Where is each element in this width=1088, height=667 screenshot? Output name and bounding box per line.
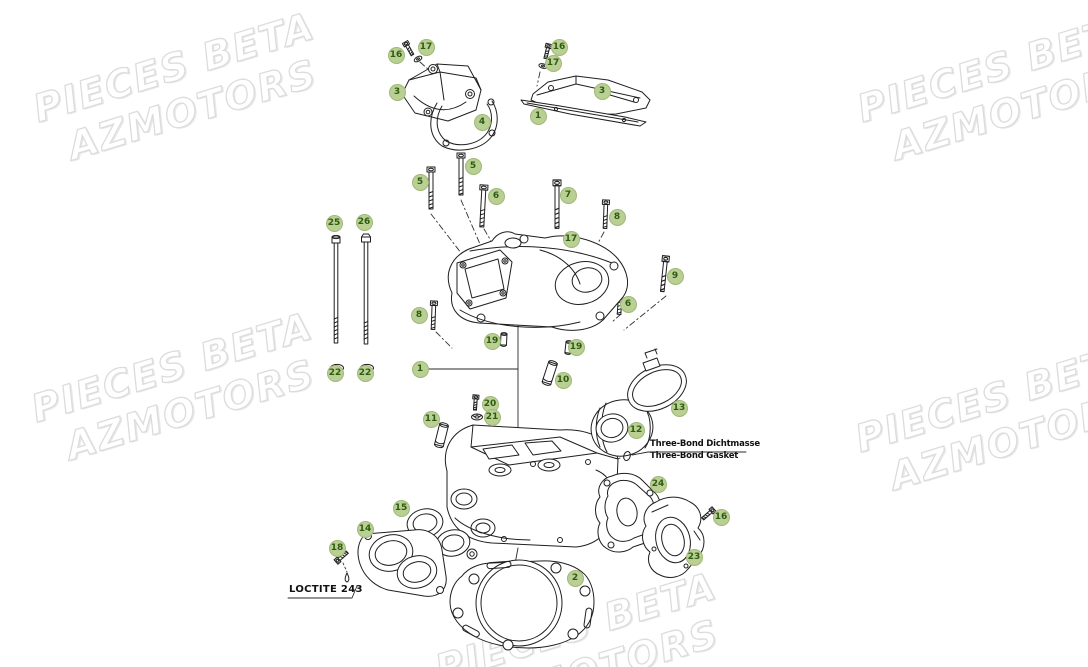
callout-8: 8	[608, 208, 626, 226]
callout-2: 2	[566, 569, 584, 587]
exhaust-flange-14	[357, 529, 447, 597]
callout-25: 25	[325, 214, 343, 232]
nut-21	[471, 413, 483, 421]
callout-21: 21	[483, 408, 501, 426]
callout-4: 4	[473, 113, 491, 131]
callout-18: 18	[328, 539, 346, 557]
callout-8: 8	[410, 306, 428, 324]
gasket-4	[430, 98, 498, 151]
bolt-7	[552, 179, 562, 229]
callout-1: 1	[529, 107, 547, 125]
callout-23: 23	[685, 548, 703, 566]
callout-3: 3	[593, 82, 611, 100]
callout-16: 16	[712, 508, 730, 526]
callout-22: 22	[356, 364, 374, 382]
callout-11: 11	[422, 410, 440, 428]
head-gasket-2	[449, 559, 595, 651]
stud-26	[361, 233, 371, 345]
callout-15: 15	[392, 499, 410, 517]
callout-17: 17	[544, 54, 562, 72]
three-bond-line1: Three-Bond Dichtmasse	[650, 439, 760, 449]
three-bond-note: Three-Bond Dichtmasse Three-Bond Gasket	[650, 439, 760, 462]
callout-6: 6	[619, 295, 637, 313]
callout-26: 26	[355, 213, 373, 231]
bolt-8-b	[429, 300, 438, 331]
callout-17: 17	[562, 230, 580, 248]
callout-22: 22	[326, 364, 344, 382]
callout-3: 3	[388, 83, 406, 101]
callout-13: 13	[670, 399, 688, 417]
callout-19: 19	[483, 332, 501, 350]
clamp-13	[627, 348, 687, 412]
callout-19: 19	[567, 338, 585, 356]
gasket-1	[520, 99, 647, 127]
callout-24: 24	[649, 475, 667, 493]
callout-5: 5	[411, 173, 429, 191]
loctite-drop	[344, 572, 350, 583]
callout-16: 16	[550, 38, 568, 56]
dowel-19-a	[499, 331, 508, 348]
callout-17: 17	[417, 38, 435, 56]
valve-cover-3-left	[401, 63, 482, 122]
bolt-6-a	[477, 184, 489, 228]
callout-9: 9	[666, 267, 684, 285]
callout-10: 10	[554, 371, 572, 389]
o-ring-seal	[623, 451, 631, 461]
bolt-20	[471, 394, 480, 411]
callout-20: 20	[481, 395, 499, 413]
callout-1: 1	[411, 360, 429, 378]
callout-12: 12	[627, 421, 645, 439]
callout-7: 7	[559, 186, 577, 204]
callout-5: 5	[464, 157, 482, 175]
washer-17-left	[412, 54, 424, 64]
bolt-5-b	[456, 152, 466, 196]
head-cover	[447, 231, 629, 331]
callout-14: 14	[356, 520, 374, 538]
callout-6: 6	[487, 187, 505, 205]
callout-16: 16	[387, 46, 405, 64]
bolt-5-a	[426, 166, 436, 210]
stud-25	[331, 234, 341, 344]
bolt-8-a	[601, 199, 610, 230]
intake-boot-12	[590, 399, 654, 457]
cylinder-head	[444, 424, 619, 548]
loctite-note: LOCTITE 243	[289, 584, 363, 595]
three-bond-line2: Three-Bond Gasket	[650, 450, 739, 461]
